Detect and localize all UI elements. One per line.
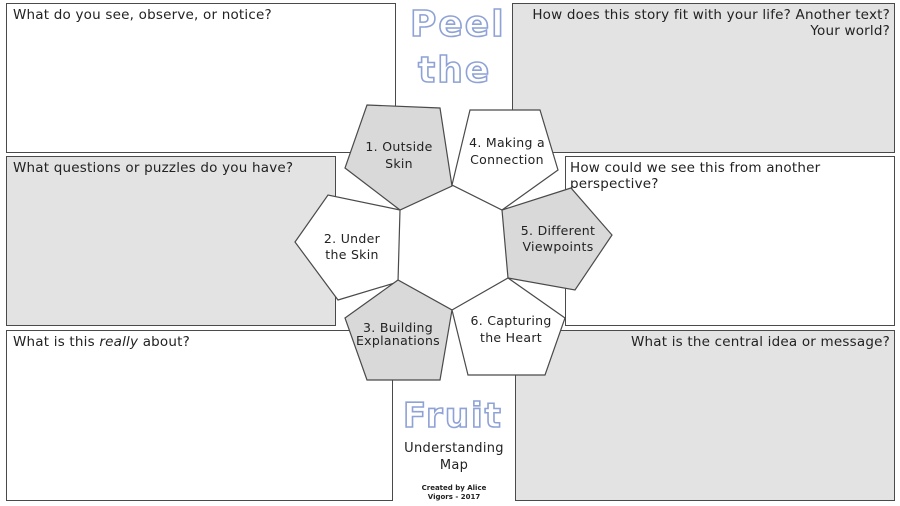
prompt-really-about-start: What is this (13, 334, 100, 350)
title-word-fruit: Fruit (402, 395, 503, 437)
step-2-label-line2: the Skin (325, 247, 378, 262)
step-3-label: 3. Building (363, 320, 433, 335)
prompt-box-central-idea: What is the central idea or message? (515, 330, 895, 501)
step-1-pentagon (344, 104, 453, 211)
author-credit-line2: Vigors - 2017 (427, 493, 481, 501)
center-hexagon (398, 185, 506, 310)
step-5-label: 5. Different (521, 223, 595, 238)
step-4-label-line2: Connection (470, 152, 544, 167)
author-credit-line1: Created by Alice (421, 484, 487, 492)
map-subtitle-line2: Map (439, 458, 469, 473)
map-subtitle: Understanding Map (396, 440, 512, 474)
prompt-central-idea: What is the central idea or message? (630, 334, 890, 350)
prompt-perspective: How could we see this from another persp… (570, 160, 821, 192)
prompt-really-about-emphasis: really (99, 334, 139, 350)
title-word-the: the (417, 49, 492, 92)
step-5-label-line2: Viewpoints (522, 239, 593, 254)
prompt-box-observe: What do you see, observe, or notice? (6, 3, 396, 153)
prompt-really-about: What is this really about? (13, 334, 190, 350)
step-3-label-line2: Explanations (356, 333, 440, 348)
prompt-box-connection: How does this story fit with your life? … (512, 3, 895, 153)
step-1-label: 1. Outside (365, 139, 432, 154)
step-5-pentagon (501, 187, 613, 291)
prompt-connection: How does this story fit with your life? … (532, 7, 890, 39)
step-4-label: 4. Making a (469, 135, 545, 150)
step-2-label: 2. Under (324, 231, 381, 246)
map-subtitle-line1: Understanding (404, 441, 504, 456)
step-6-label: 6. Capturing (470, 313, 551, 328)
step-2-pentagon (294, 194, 401, 301)
prompt-box-really-about: What is this really about? (6, 330, 393, 501)
step-3-pentagon (344, 279, 453, 381)
prompt-observe: What do you see, observe, or notice? (13, 7, 272, 23)
title-word-peel: Peel (409, 3, 506, 46)
step-4-pentagon (451, 109, 559, 211)
step-6-label-line2: the Heart (480, 330, 542, 345)
prompt-really-about-end: about? (138, 334, 191, 350)
prompt-box-questions: What questions or puzzles do you have? (6, 156, 336, 326)
prompt-questions: What questions or puzzles do you have? (13, 160, 294, 176)
prompt-box-perspective: How could we see this from another persp… (565, 156, 895, 326)
step-1-label-line2: Skin (385, 156, 413, 171)
author-credit: Created by Alice Vigors - 2017 (396, 484, 512, 502)
step-6-pentagon (451, 277, 566, 376)
